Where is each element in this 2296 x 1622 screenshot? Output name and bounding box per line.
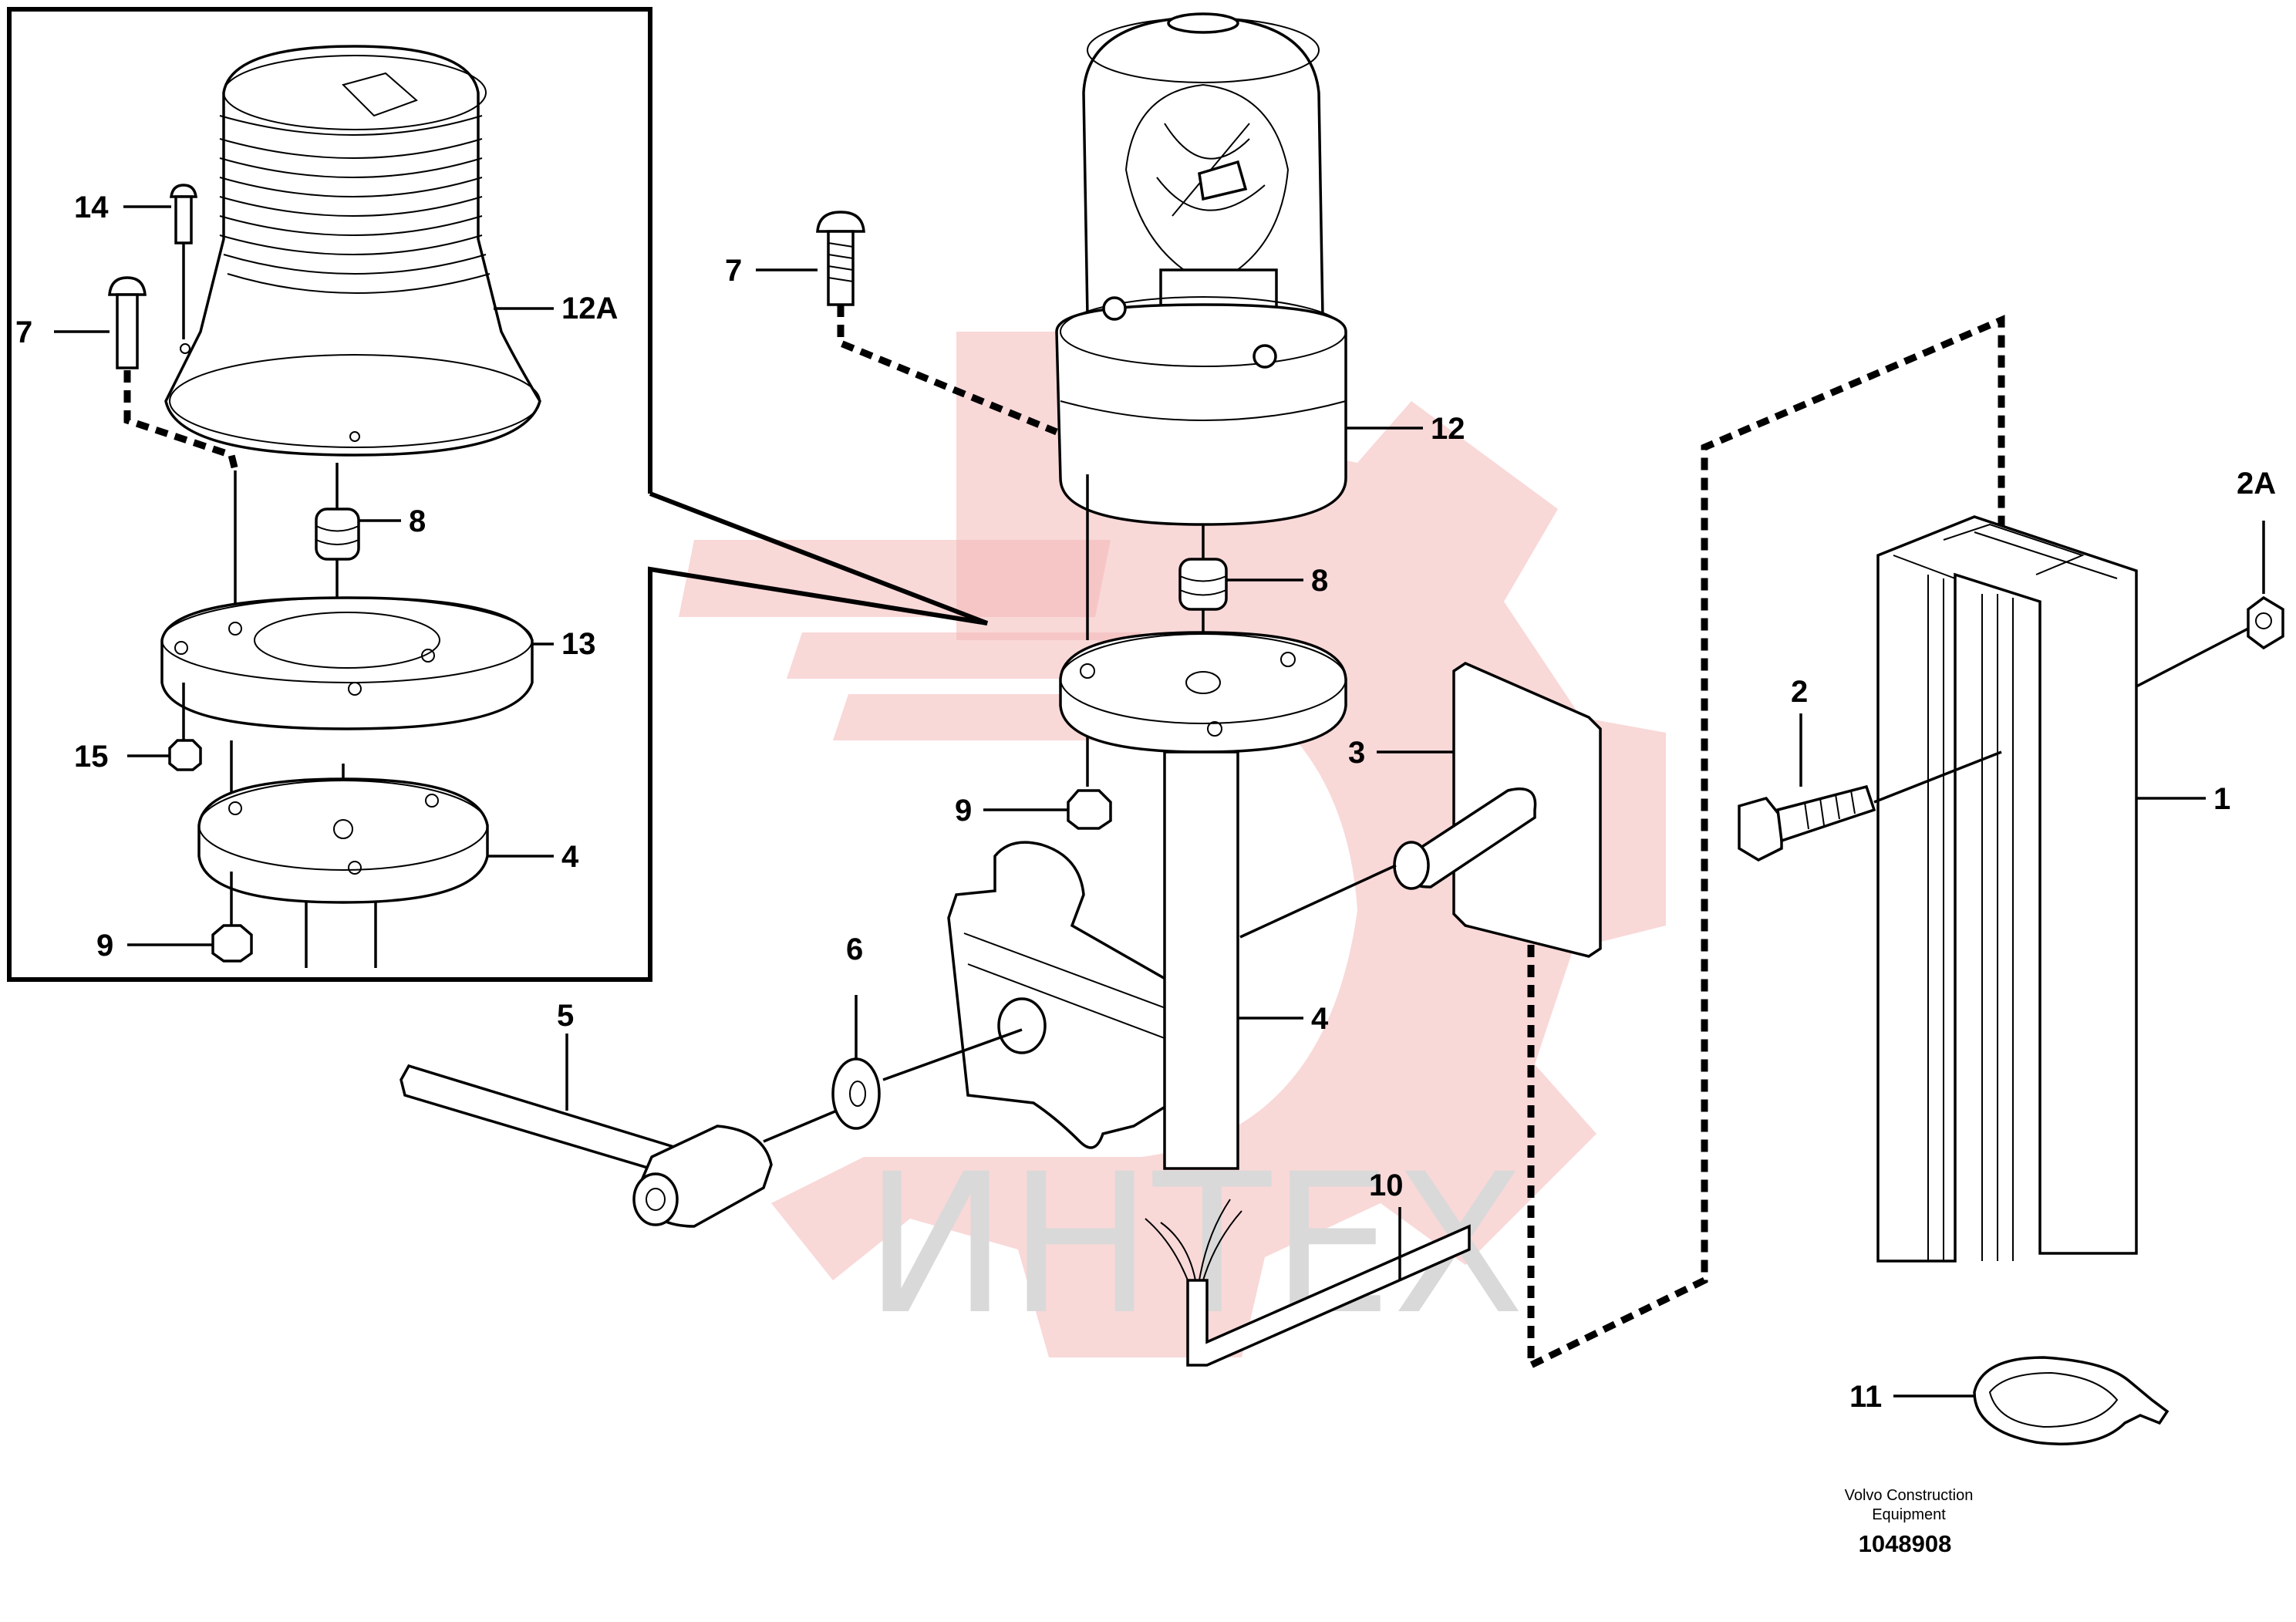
flange-13 [160,596,534,730]
label-5: 5 [557,999,574,1033]
screw-7 [816,211,1058,436]
label-8: 8 [1311,564,1328,598]
pad-3 [1239,315,2005,1371]
label-1: 1 [2213,782,2230,816]
label-3: 3 [1348,736,1365,770]
label-10: 10 [1369,1168,1404,1202]
label-15: 15 [74,740,109,774]
rod-5 [400,1034,838,1228]
label-12: 12 [1431,412,1465,446]
label-11: 11 [1849,1380,1882,1414]
label-9: 9 [955,794,972,828]
label-14: 14 [74,191,109,224]
document-number: 1048908 [1859,1530,1952,1557]
label-4: 4 [1311,1002,1329,1036]
nut-9-inset [211,924,253,963]
screw-14 [170,184,197,339]
label-6: 6 [846,932,863,966]
nut-2A [2136,521,2284,688]
post-1 [1876,515,2138,1263]
label-7: 7 [725,254,742,288]
label-2: 2 [1791,675,1808,709]
screw-7-inset [108,276,239,632]
label-7-inset: 7 [15,315,32,349]
maker-line-1: Volvo Construction [1845,1487,1974,1504]
label-2A: 2A [2237,467,2276,501]
label-13: 13 [561,627,596,661]
label-9-inset: 9 [96,929,113,963]
bracket [947,841,1236,1149]
label-8-inset: 8 [409,504,426,538]
bolt-2 [1738,713,2002,862]
maker-line-2: Equipment [1872,1506,1946,1523]
callout-labels: 14 7 12A 8 13 15 4 9 7 12 8 9 3 6 5 4 10… [15,191,2276,1414]
plate-4 [1059,631,1347,1170]
label-4-inset: 4 [561,840,579,874]
beacon-12A [164,45,541,457]
cable-tie-11 [1973,1356,2170,1445]
label-12A: 12A [561,292,618,325]
beacon-12 [1055,12,1347,640]
footer: Volvo Construction Equipment 1048908 [1845,1487,1974,1557]
leader-lines [54,205,2206,1398]
washer-6 [831,995,1023,1130]
inset-detail [7,7,989,982]
